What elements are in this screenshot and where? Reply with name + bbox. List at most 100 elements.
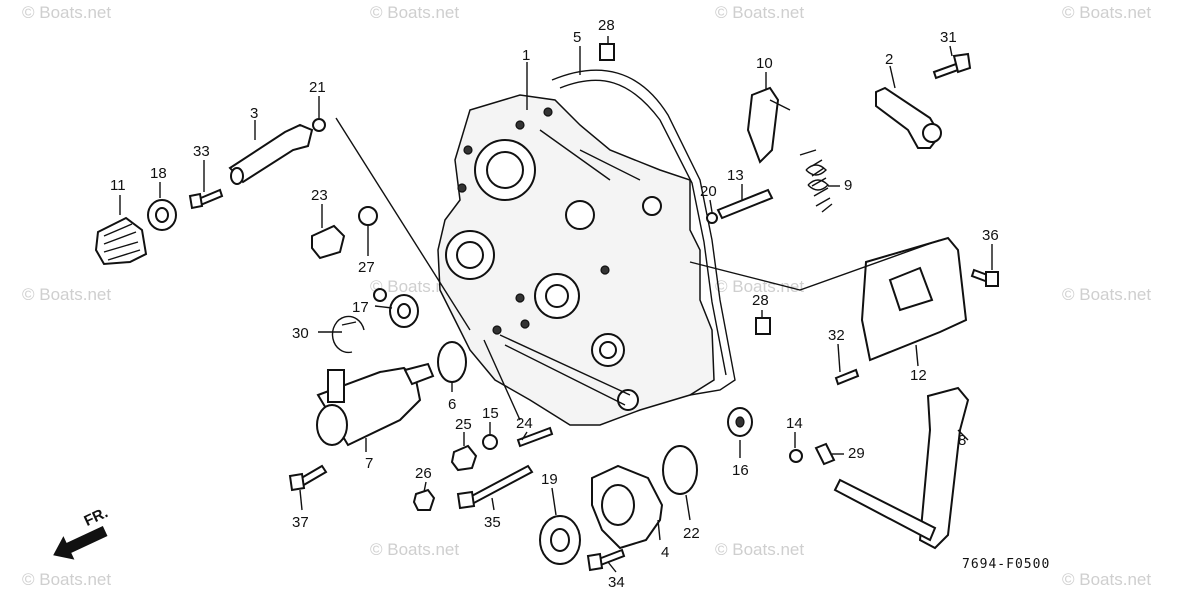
part-label: 3 <box>250 105 258 122</box>
watermark: © Boats.net <box>370 3 459 22</box>
drawing-code: 7694-F0500 <box>962 557 1050 572</box>
part-label: 18 <box>150 165 167 182</box>
bracket-2-eye <box>922 123 942 143</box>
ring-17-small <box>373 288 387 302</box>
spring-9 <box>799 149 833 213</box>
part-label: 8 <box>958 432 966 449</box>
part-label: 34 <box>608 574 625 591</box>
part-label: 21 <box>309 79 326 96</box>
collar-28 <box>755 317 771 335</box>
watermark: © Boats.net <box>715 277 804 296</box>
part-label: 13 <box>727 167 744 184</box>
part-label: 12 <box>910 367 927 384</box>
part-label: 10 <box>756 55 773 72</box>
part-label: 14 <box>786 415 803 432</box>
part-label: 17 <box>352 299 369 316</box>
seal-17-center <box>397 303 411 319</box>
part-labels: 1 2 3 4 5 6 7 8 9 10 11 12 13 14 15 16 1… <box>110 17 999 591</box>
watermark: © Boats.net <box>22 3 111 22</box>
case-boss <box>642 196 662 216</box>
case-bolt-hole <box>515 293 525 303</box>
shaft-3 <box>228 123 314 184</box>
case-rib <box>499 129 641 406</box>
part-label: 26 <box>415 465 432 482</box>
bolt-31 <box>932 62 960 80</box>
part-label: 36 <box>982 227 999 244</box>
bolt-33-head <box>188 192 204 210</box>
part-label: 24 <box>516 415 533 432</box>
bolt-34-head <box>586 552 604 572</box>
part-label: 35 <box>484 514 501 531</box>
oring-22 <box>662 445 698 495</box>
part-label: 31 <box>940 29 957 46</box>
case-bolt-hole <box>543 107 553 117</box>
cover-7-tube <box>327 369 345 403</box>
part-label: 28 <box>598 17 615 34</box>
front-arrow-icon <box>53 526 108 560</box>
seal-19-center <box>550 528 570 552</box>
bolt-35-head <box>456 490 476 510</box>
bolt-36-head <box>985 271 999 287</box>
oring-6 <box>437 341 467 383</box>
reference-line <box>483 339 521 421</box>
stud-13 <box>716 188 774 220</box>
case-bolt-hole <box>463 145 473 155</box>
lever-8-shaft <box>833 478 937 542</box>
part-label: 30 <box>292 325 309 342</box>
gasket-5 <box>551 69 736 421</box>
bearing-16-center <box>735 416 745 428</box>
watermark: © Boats.net <box>715 540 804 559</box>
stud-24 <box>516 426 554 448</box>
part-label: 37 <box>292 514 309 531</box>
front-direction-label: FR. <box>81 504 110 530</box>
part-label: 28 <box>752 292 769 309</box>
housing-4-bore <box>601 484 635 526</box>
watermark: © Boats.net <box>1062 3 1151 22</box>
collar-28 <box>599 43 615 61</box>
part-label: 25 <box>455 416 472 433</box>
snap-ring-30 <box>331 315 365 354</box>
case-bolt-hole <box>492 325 502 335</box>
reference-line <box>689 239 941 291</box>
bolt-37-head <box>288 472 306 492</box>
case-bolt-hole <box>457 183 467 193</box>
part-label: 4 <box>661 544 669 561</box>
part-label: 5 <box>573 29 581 46</box>
case-boss <box>565 200 595 230</box>
part-label: 23 <box>311 187 328 204</box>
nut-26 <box>412 488 436 511</box>
case-bolt-hole <box>520 319 530 329</box>
part-label: 22 <box>683 525 700 542</box>
gasket-5-inner <box>559 79 727 376</box>
watermark: © Boats.net <box>1062 570 1151 589</box>
case-boss <box>545 284 569 308</box>
case-boss <box>456 241 484 269</box>
part-label: 20 <box>700 183 717 200</box>
case-boss <box>486 151 524 189</box>
part-label: 27 <box>358 259 375 276</box>
watermark: © Boats.net <box>370 540 459 559</box>
watermark: © Boats.net <box>22 285 111 304</box>
cover-7-cap <box>316 404 348 446</box>
part-label: 9 <box>844 177 852 194</box>
part-label: 7 <box>365 455 373 472</box>
case-boss <box>617 389 639 411</box>
seal-18-center <box>155 207 169 223</box>
shaft-3-end <box>230 167 244 185</box>
part-label: 32 <box>828 327 845 344</box>
part-label: 19 <box>541 471 558 488</box>
case-boss <box>599 341 617 359</box>
part-label: 15 <box>482 405 499 422</box>
front-direction-indicator: FR. <box>53 504 111 560</box>
part-label: 2 <box>885 51 893 68</box>
boot-11 <box>94 216 148 266</box>
watermark: © Boats.net <box>370 277 459 296</box>
watermark: © Boats.net <box>715 3 804 22</box>
watermarks: © Boats.net © Boats.net © Boats.net © Bo… <box>22 3 1151 589</box>
leader-lines <box>119 36 993 573</box>
part-label: 29 <box>848 445 865 462</box>
part-drawings <box>94 43 999 572</box>
bolt-31-head <box>952 52 972 74</box>
ring-21 <box>312 118 326 132</box>
lever-8 <box>918 386 970 550</box>
